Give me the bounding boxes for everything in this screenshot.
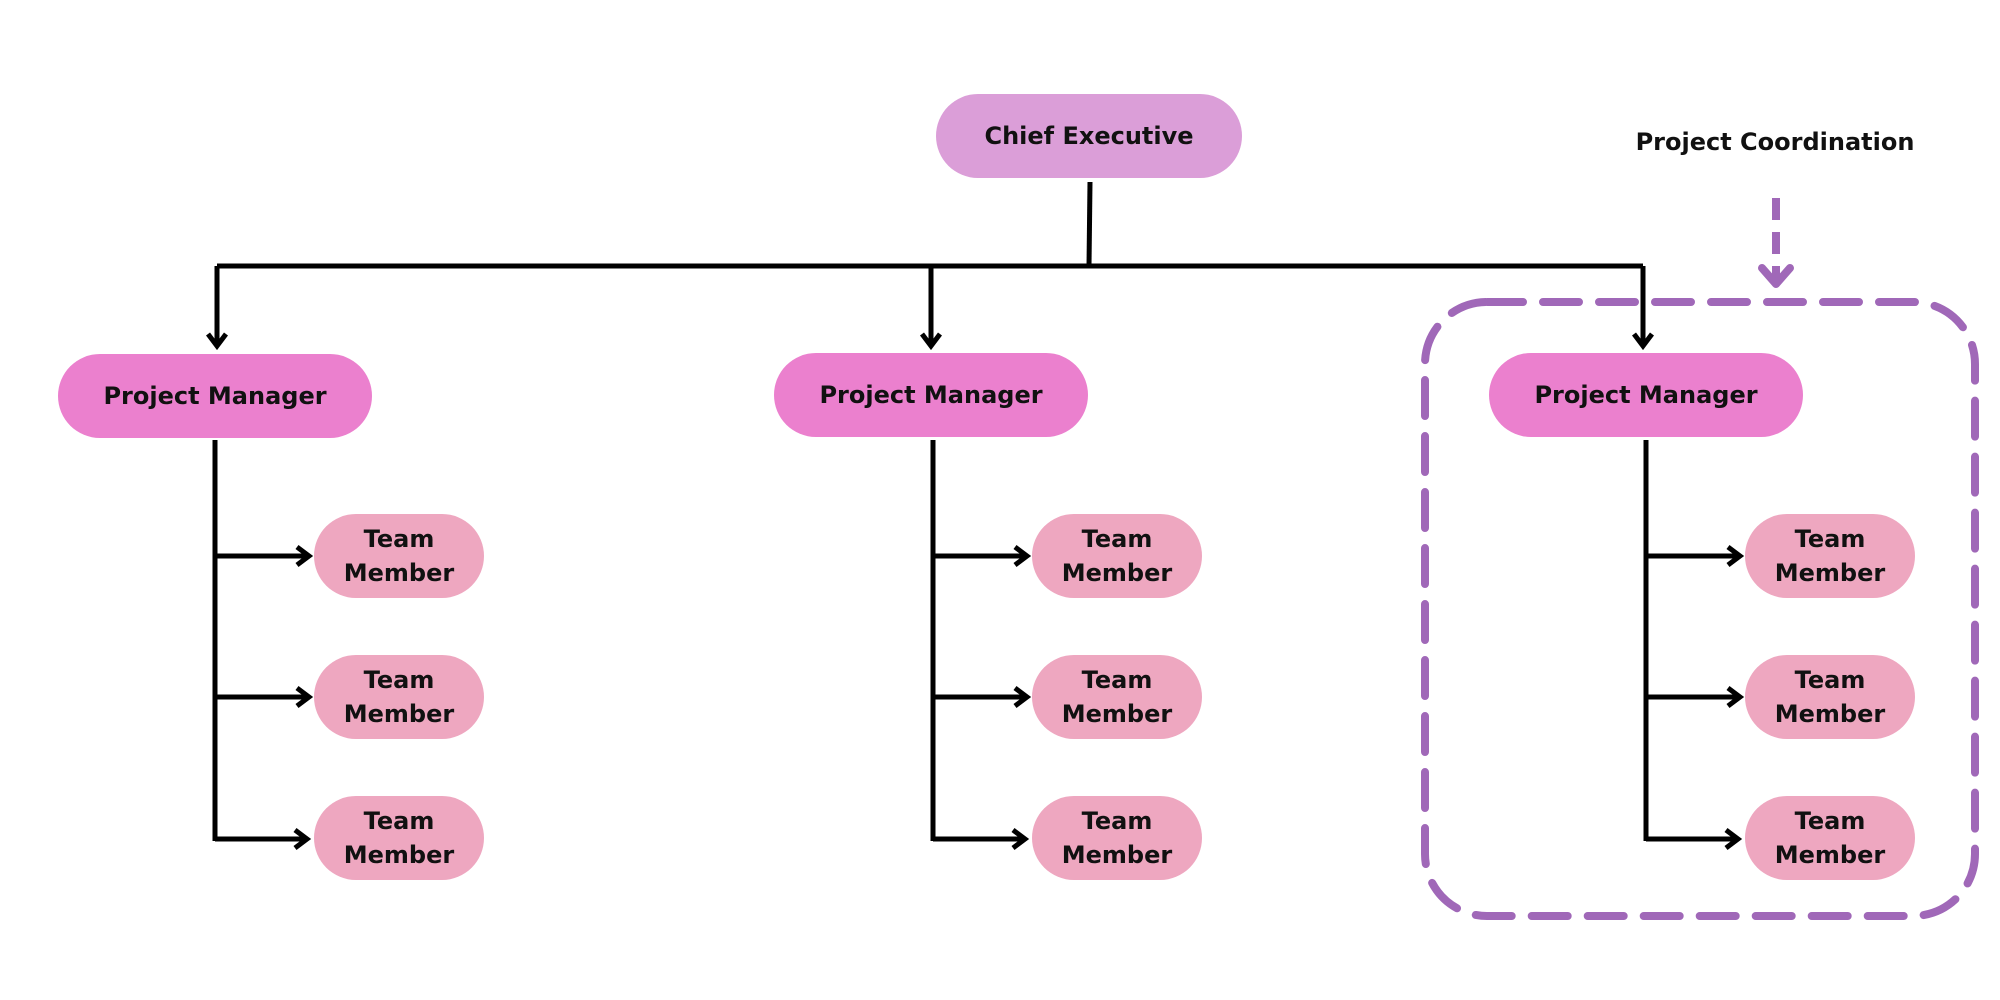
team-member-label-line1: Team — [363, 666, 435, 694]
project-manager-node-2: Project Manager — [774, 353, 1088, 437]
chief-executive-node: Chief Executive — [936, 94, 1242, 178]
team-member-label-line2: Member — [343, 841, 455, 869]
arrowhead-manager-1 — [206, 332, 228, 351]
team-member-label-line1: Team — [363, 525, 435, 553]
team-member-label-line2: Member — [343, 559, 455, 587]
arrowhead-manager-2 — [920, 332, 942, 351]
ceo-trunk-line — [1086, 181, 1093, 267]
project-manager-node-3: Project Manager — [1489, 353, 1803, 437]
team-member-label-line1: Team — [1081, 525, 1153, 553]
arrowhead-member-3-2 — [1726, 686, 1745, 708]
arrowhead-member-3-3 — [1724, 828, 1743, 850]
team-member-node-3-3: Team Member — [1745, 796, 1915, 880]
team-member-node-1-1: Team Member — [314, 514, 484, 598]
team-member-label-line2: Member — [1774, 700, 1886, 728]
team-member-node-1-3: Team Member — [314, 796, 484, 880]
arrowhead-member-2-3 — [1011, 828, 1030, 850]
team-member-label-line2: Member — [1774, 559, 1886, 587]
team-member-label-line2: Member — [1061, 559, 1173, 587]
project-manager-label: Project Manager — [1534, 381, 1758, 409]
team-member-label-line1: Team — [1081, 666, 1153, 694]
arrowhead-member-1-2 — [295, 686, 314, 708]
project-manager-node-1: Project Manager — [58, 354, 372, 438]
coordination-arrowhead — [1758, 264, 1794, 288]
arrowhead-manager-3 — [1632, 332, 1654, 351]
team-member-label-line2: Member — [343, 700, 455, 728]
team-member-node-2-1: Team Member — [1032, 514, 1202, 598]
team-member-node-2-3: Team Member — [1032, 796, 1202, 880]
team-member-label-line1: Team — [363, 807, 435, 835]
arrowhead-member-1-3 — [293, 828, 312, 850]
team-member-label-line2: Member — [1774, 841, 1886, 869]
coordination-dashed-frame — [1421, 298, 1979, 920]
team-member-label-line1: Team — [1794, 666, 1866, 694]
team-member-node-2-2: Team Member — [1032, 655, 1202, 739]
chief-executive-label: Chief Executive — [984, 122, 1194, 150]
team-member-label-line1: Team — [1794, 525, 1866, 553]
team-member-node-3-1: Team Member — [1745, 514, 1915, 598]
team-member-label-line2: Member — [1061, 841, 1173, 869]
arrowhead-member-2-1 — [1013, 545, 1032, 567]
project-manager-label: Project Manager — [103, 382, 327, 410]
arrowhead-member-3-1 — [1726, 545, 1745, 567]
project-manager-label: Project Manager — [819, 381, 1043, 409]
project-coordination-label: Project Coordination — [1635, 128, 1915, 156]
team-member-node-3-2: Team Member — [1745, 655, 1915, 739]
team-member-label-line1: Team — [1081, 807, 1153, 835]
arrowhead-member-2-2 — [1013, 686, 1032, 708]
team-member-label-line1: Team — [1794, 807, 1866, 835]
arrowhead-member-1-1 — [295, 545, 314, 567]
team-member-label-line2: Member — [1061, 700, 1173, 728]
team-member-node-1-2: Team Member — [314, 655, 484, 739]
